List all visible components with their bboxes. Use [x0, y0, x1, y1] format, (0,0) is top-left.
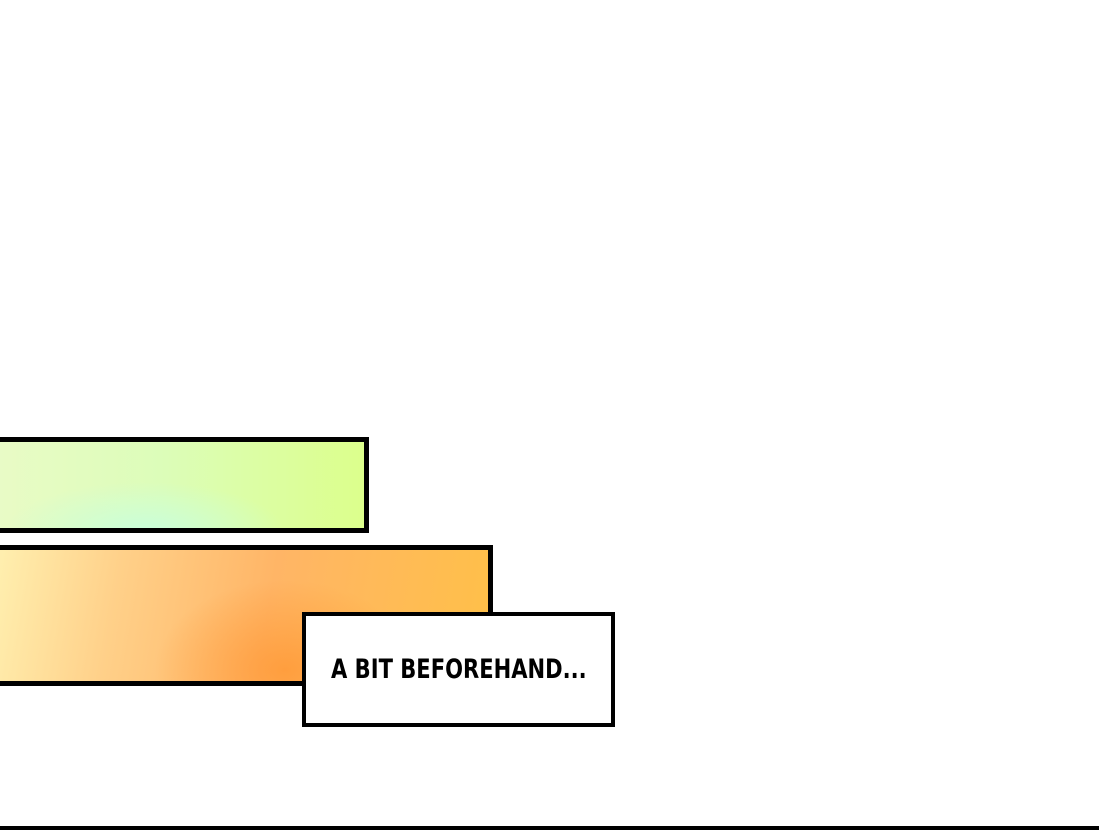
caption-box: A BIT BEFOREHAND... — [302, 612, 615, 727]
green-gradient-panel — [0, 437, 369, 533]
bottom-divider — [0, 826, 1099, 830]
caption-text: A BIT BEFOREHAND... — [330, 654, 587, 685]
